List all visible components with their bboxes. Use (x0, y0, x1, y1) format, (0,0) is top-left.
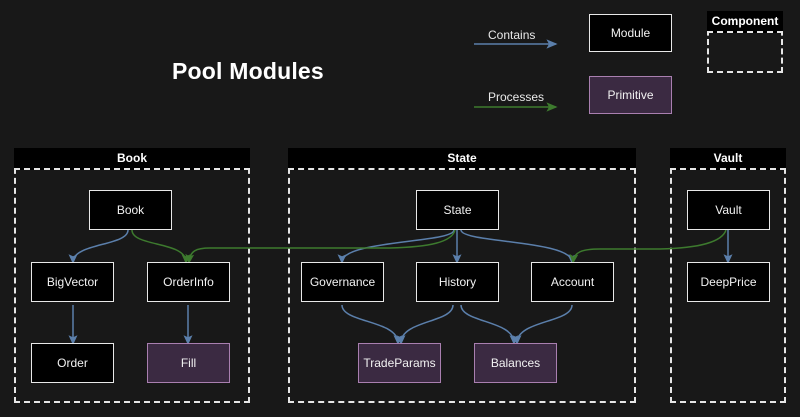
cluster-vault-label: Vault (713, 151, 743, 165)
node-tradeparams[interactable]: TradeParams (358, 343, 441, 383)
node-book[interactable]: Book (89, 190, 172, 230)
node-vault[interactable]: Vault (687, 190, 770, 230)
cluster-state-label: State (447, 151, 477, 165)
node-balances-label: Balances (490, 356, 541, 370)
node-tradeparams-label: TradeParams (363, 356, 436, 370)
page-title: Pool Modules (172, 58, 324, 84)
node-fill[interactable]: Fill (147, 343, 230, 383)
node-order[interactable]: Order (31, 343, 114, 383)
legend-primitive-label: Primitive (607, 88, 654, 102)
legend-processes-label: Processes (488, 90, 545, 104)
node-governance[interactable]: Governance (301, 262, 384, 302)
node-orderinfo-label: OrderInfo (163, 275, 214, 289)
cluster-vault-header: Vault (670, 148, 786, 170)
node-book-label: Book (116, 203, 145, 217)
legend-module-box: Module (589, 14, 672, 52)
legend-primitive-box: Primitive (589, 76, 672, 114)
node-balances[interactable]: Balances (474, 343, 557, 383)
node-governance-label: Governance (309, 275, 376, 289)
legend-contains-label: Contains (488, 28, 536, 42)
cluster-book-header: Book (14, 148, 250, 170)
node-bigvector[interactable]: BigVector (31, 262, 114, 302)
legend-component-label: Component (711, 14, 779, 28)
node-state-label: State (443, 203, 472, 217)
node-state[interactable]: State (416, 190, 499, 230)
node-deepprice[interactable]: DeepPrice (687, 262, 770, 302)
node-bigvector-label: BigVector (46, 275, 99, 289)
cluster-book-label: Book (117, 151, 147, 165)
cluster-state-header: State (288, 148, 636, 170)
node-vault-label: Vault (715, 203, 742, 217)
node-orderinfo[interactable]: OrderInfo (147, 262, 230, 302)
node-history[interactable]: History (416, 262, 499, 302)
node-order-label: Order (57, 356, 88, 370)
node-fill-label: Fill (180, 356, 197, 370)
legend-component-header: Component (707, 11, 783, 33)
node-deepprice-label: DeepPrice (700, 275, 757, 289)
node-account[interactable]: Account (531, 262, 614, 302)
node-history-label: History (438, 275, 477, 289)
legend-module-label: Module (610, 26, 651, 40)
node-account-label: Account (550, 275, 595, 289)
